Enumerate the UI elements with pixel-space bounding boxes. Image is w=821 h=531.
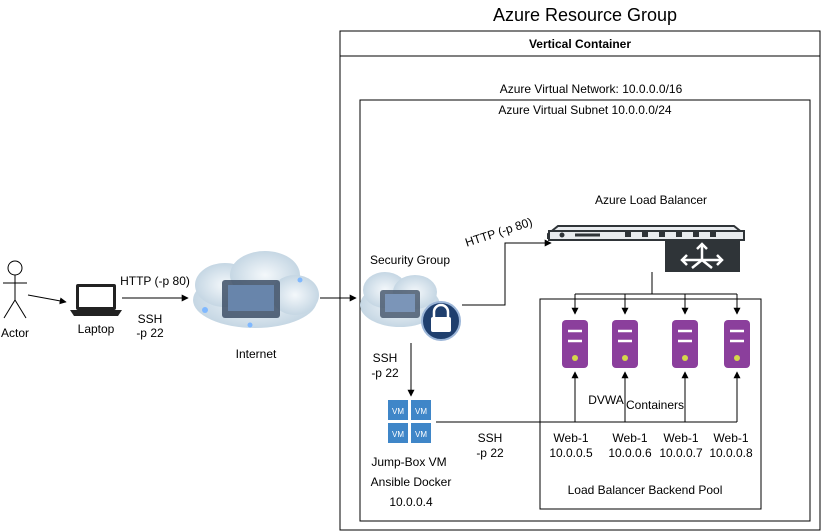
laptop-icon	[70, 284, 122, 316]
web-server-4-name: Web-1	[713, 431, 748, 445]
laptop-label: Laptop	[78, 322, 115, 336]
laptop-ssh-label: SSH	[138, 312, 163, 326]
vnet-label: Azure Virtual Network: 10.0.0.0/16	[500, 82, 683, 96]
internet-label: Internet	[236, 347, 277, 361]
jumpbox-name-label: Jump-Box VM	[371, 455, 446, 469]
jump-ssh-label: SSH	[478, 431, 503, 445]
laptop-ssh-port-label: -p 22	[136, 326, 164, 340]
web-server-4-ip: 10.0.0.8	[709, 446, 753, 460]
vertical-container	[339, 30, 821, 531]
dvwa-label: DVWA	[588, 393, 624, 407]
actor-label: Actor	[1, 326, 29, 340]
laptop-http-label: HTTP (-p 80)	[120, 274, 190, 288]
actor-icon	[3, 260, 27, 319]
security-group-label: Security Group	[370, 253, 450, 267]
load-balancer-icon	[547, 225, 745, 272]
lb-distribution-lines	[571, 272, 741, 315]
resource-group-title: Azure Resource Group	[493, 5, 677, 25]
web-server-icon-4	[724, 320, 750, 368]
web-server-1-name: Web-1	[553, 431, 588, 445]
subnet-label: Azure Virtual Subnet 10.0.0.0/24	[498, 103, 672, 117]
web-server-icon-1	[562, 320, 588, 368]
web-server-1-ip: 10.0.0.5	[549, 446, 593, 460]
jumpbox-role-label: Ansible Docker	[371, 475, 452, 489]
web-server-icon-2	[612, 320, 638, 368]
sg-http-label: HTTP (-p 80)	[463, 215, 534, 250]
load-balancer-label: Azure Load Balancer	[595, 193, 707, 207]
containers-label: Containers	[626, 398, 684, 412]
sg-ssh-port-label: -p 22	[371, 366, 399, 380]
jumpbox-ip-label: 10.0.0.4	[389, 495, 433, 509]
web-server-2-ip: 10.0.0.6	[608, 446, 652, 460]
backend-pool-label: Load Balancer Backend Pool	[568, 483, 723, 497]
security-group-icon	[360, 272, 461, 341]
actor-to-laptop-arrow	[27, 294, 67, 305]
subnet-box	[359, 99, 811, 522]
jumpbox-to-servers-lines	[436, 371, 741, 423]
web-server-2-name: Web-1	[612, 431, 647, 445]
web-server-3-ip: 10.0.0.7	[659, 446, 703, 460]
svg-text:VM: VM	[415, 407, 427, 416]
internet-cloud-icon	[193, 251, 319, 328]
svg-text:VM: VM	[415, 430, 427, 439]
container-label: Vertical Container	[529, 37, 631, 51]
backend-pool-box	[539, 298, 762, 510]
jump-ssh-port-label: -p 22	[476, 446, 504, 460]
svg-text:VM: VM	[392, 430, 404, 439]
web-server-icon-3	[672, 320, 698, 368]
sg-ssh-label: SSH	[373, 351, 398, 365]
sg-to-lb-arrow	[462, 239, 552, 306]
web-server-3-name: Web-1	[663, 431, 698, 445]
jumpbox-vm-icon: VM VM VM VM	[388, 400, 431, 443]
svg-text:VM: VM	[392, 407, 404, 416]
